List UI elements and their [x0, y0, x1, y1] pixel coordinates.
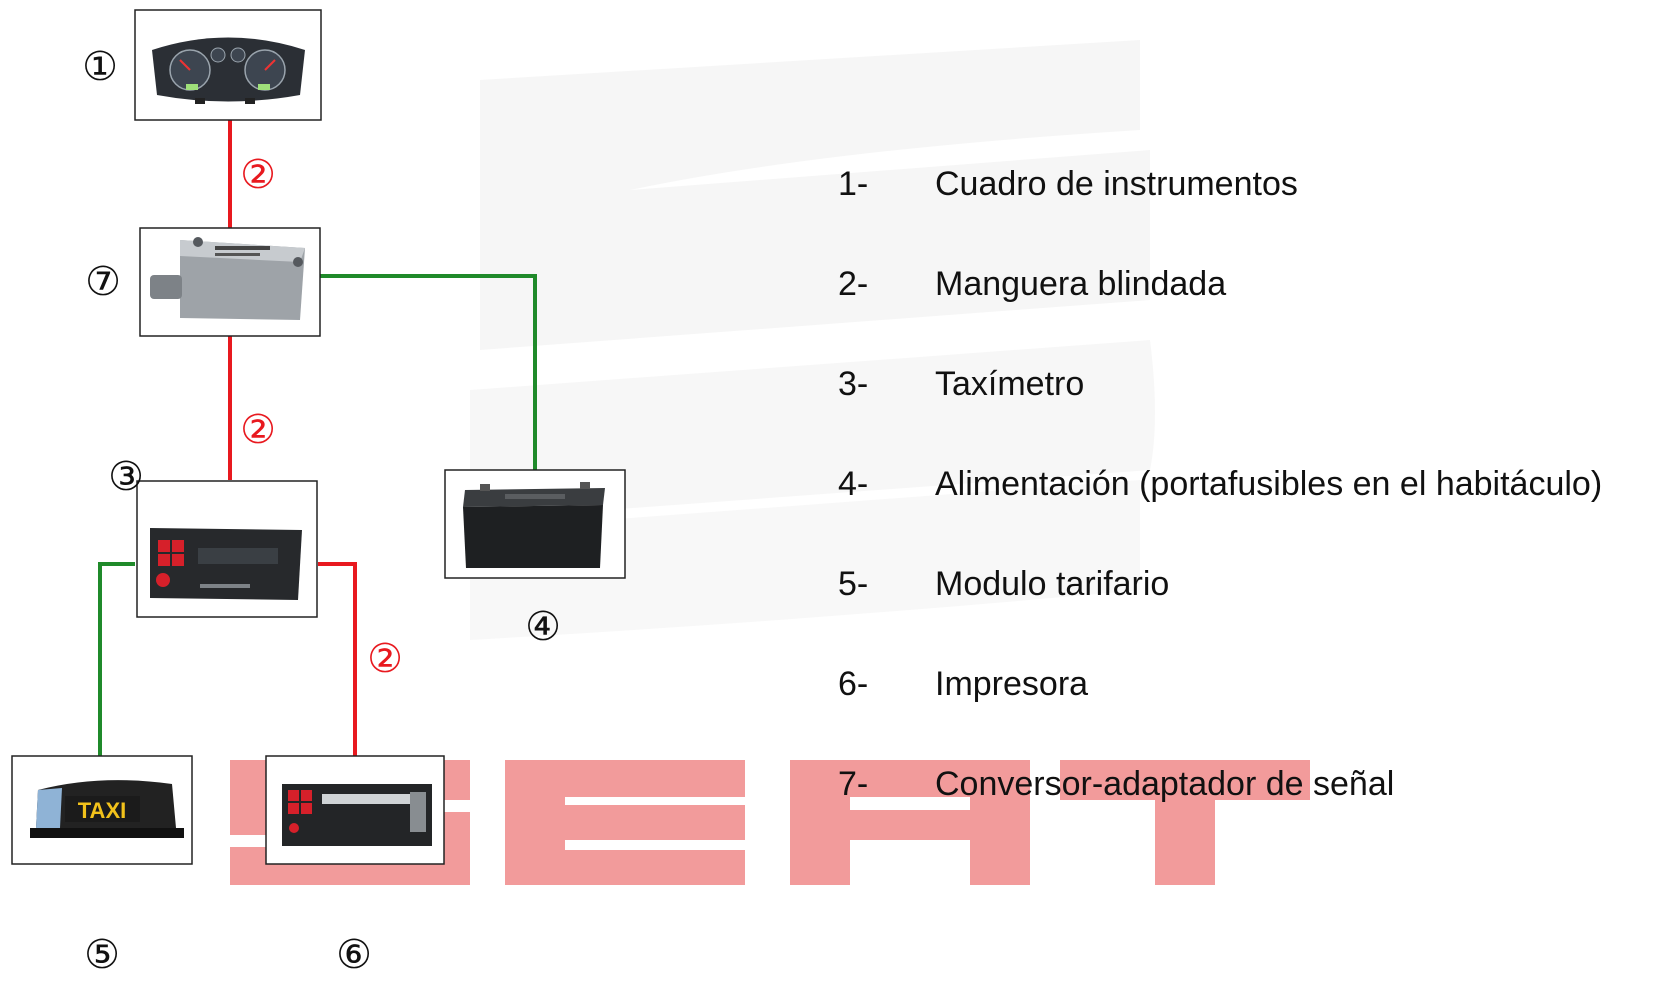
signal-line-7-4	[320, 274, 537, 470]
marker-3: ③	[108, 454, 144, 500]
legend-item-label: Impresora	[935, 665, 1089, 703]
marker-1: ①	[82, 44, 118, 90]
marker-7: ⑦	[85, 259, 121, 305]
taxi-sign-picture: TAXI	[30, 780, 184, 838]
node-signal-converter	[139, 227, 321, 337]
signal-line-3-5	[98, 562, 135, 756]
node-taximeter	[136, 480, 318, 618]
legend-item-label: Alimentación (portafusibles en el habitá…	[935, 465, 1603, 503]
marker-4: ④	[525, 604, 561, 650]
legend-item-number: 5-	[838, 565, 869, 603]
marker-2-top: ②	[240, 152, 276, 198]
taximeter-picture	[150, 528, 302, 600]
node-taxi-sign: TAXI	[11, 755, 193, 865]
legend-item-label: Manguera blindada	[935, 265, 1227, 303]
marker-6: ⑥	[336, 932, 372, 978]
markers: ① ⑦ ③ ④ ⑤ ⑥ ② ② ②	[82, 44, 561, 978]
printer-picture	[282, 784, 432, 846]
legend-item-number: 1-	[838, 165, 869, 203]
legend-item-number: 4-	[838, 465, 869, 503]
legend-item-label: Conversor-adaptador de señal	[935, 765, 1395, 803]
node-instrument-cluster	[134, 9, 322, 121]
legend-item-number: 7-	[838, 765, 869, 803]
connections	[98, 120, 537, 756]
node-battery	[444, 469, 626, 579]
legend-item-label: Modulo tarifario	[935, 565, 1170, 603]
battery-picture	[463, 482, 605, 568]
power-line-3-6	[318, 562, 357, 756]
marker-2-right: ②	[367, 636, 403, 682]
legend-item-label: Taxímetro	[935, 365, 1085, 403]
legend-item-label: Cuadro de instrumentos	[935, 165, 1298, 203]
legend-item-number: 3-	[838, 365, 869, 403]
marker-2-middle: ②	[240, 407, 276, 453]
seat-logo-watermark	[470, 40, 1155, 640]
marker-5: ⑤	[84, 932, 120, 978]
legend-item-number: 2-	[838, 265, 869, 303]
legend-item-number: 6-	[838, 665, 869, 703]
instrument-cluster-picture	[152, 37, 305, 104]
node-printer	[265, 755, 445, 865]
taxi-sign-text: TAXI	[78, 798, 126, 823]
signal-converter-picture	[150, 237, 305, 320]
